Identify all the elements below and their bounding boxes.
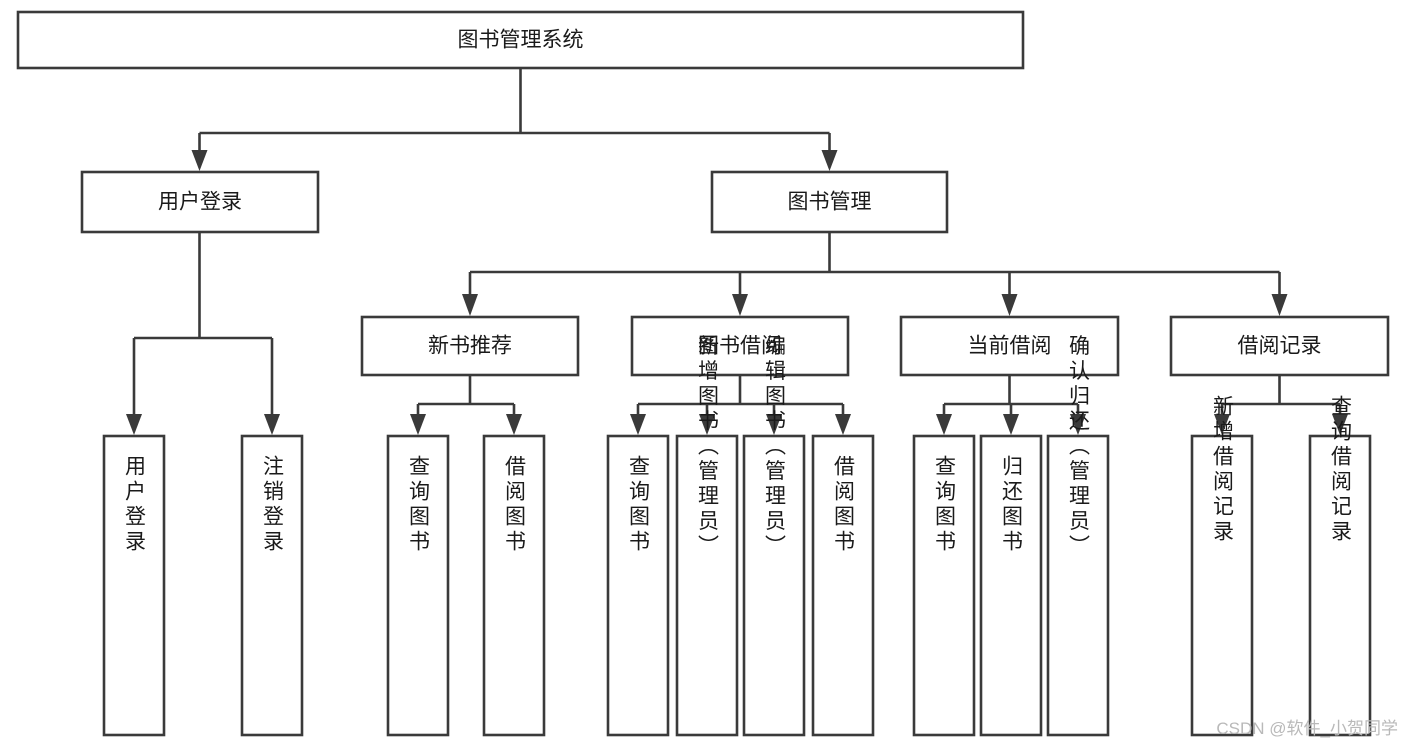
node-current-borrow-label: 当前借阅 xyxy=(968,335,1052,358)
node-leaf-add-borrow-record-box[interactable] xyxy=(1190,434,1254,737)
arrowhead-user-login xyxy=(191,150,208,171)
node-book-borrow[interactable]: 图书借阅 xyxy=(630,315,850,377)
node-leaf-query-borrow-record[interactable]: 查询借阅记录 xyxy=(1308,395,1372,737)
node-book-management-label: 图书管理 xyxy=(788,191,872,214)
node-leaf-logout-label: 注销登录 xyxy=(261,455,285,555)
node-leaf-return-book-label: 归还图书 xyxy=(1000,455,1024,555)
arrowhead-new-book-recommend xyxy=(462,294,478,316)
arrowhead-leaf-query-book-borrow xyxy=(630,414,646,435)
node-leaf-query-book-rec-box[interactable] xyxy=(386,434,450,737)
node-user-login-label: 用户登录 xyxy=(158,191,242,214)
node-leaf-query-book-borrow[interactable]: 查询图书 xyxy=(606,434,670,737)
node-root[interactable]: 图书管理系统 xyxy=(16,10,1025,70)
node-leaf-logout-box[interactable] xyxy=(240,434,304,737)
arrowhead-leaf-borrow-book xyxy=(835,414,851,435)
node-user-login[interactable]: 用户登录 xyxy=(80,170,320,234)
node-user-login-box[interactable] xyxy=(80,170,320,234)
node-leaf-query-book-rec[interactable]: 查询图书 xyxy=(386,434,450,737)
node-leaf-add-borrow-record[interactable]: 新增借阅记录 xyxy=(1190,395,1254,737)
arrowhead-leaf-borrow-book-rec xyxy=(506,414,522,435)
node-leaf-return-book-box[interactable] xyxy=(979,434,1043,737)
arrowhead-leaf-user-login xyxy=(126,414,142,435)
node-leaf-query-borrow-record-box[interactable] xyxy=(1308,434,1372,737)
node-leaf-borrow-book-rec-label: 借阅图书 xyxy=(503,455,527,555)
node-leaf-user-login-label: 用户登录 xyxy=(123,455,147,555)
node-leaf-user-login[interactable]: 用户登录 xyxy=(102,434,166,737)
arrowhead-book-management xyxy=(821,150,838,171)
node-leaf-edit-book[interactable]: 编辑图书（管理员） xyxy=(742,335,806,737)
node-leaf-borrow-book[interactable]: 借阅图书 xyxy=(811,434,875,737)
node-leaf-query-book-cur-label: 查询图书 xyxy=(933,455,957,555)
node-new-book-recommend-box[interactable] xyxy=(360,315,580,377)
node-leaf-borrow-book-label: 借阅图书 xyxy=(832,455,856,555)
node-leaf-add-book-box[interactable] xyxy=(675,434,739,737)
node-leaf-add-borrow-record-label: 新增借阅记录 xyxy=(1211,395,1235,545)
arrowhead-leaf-logout xyxy=(264,414,280,435)
node-leaf-logout[interactable]: 注销登录 xyxy=(240,434,304,737)
node-leaf-edit-book-label: 编辑图书（管理员） xyxy=(763,335,787,560)
node-leaf-query-book-borrow-box[interactable] xyxy=(606,434,670,737)
node-leaf-borrow-book-rec[interactable]: 借阅图书 xyxy=(482,434,546,737)
arrowhead-leaf-query-book-cur xyxy=(936,414,952,435)
node-new-book-recommend-label: 新书推荐 xyxy=(428,335,512,358)
node-root-box[interactable] xyxy=(16,10,1025,70)
node-current-borrow[interactable]: 当前借阅 xyxy=(899,315,1120,377)
arrowhead-leaf-query-borrow-record xyxy=(1332,414,1348,435)
node-leaf-query-borrow-record-label: 查询借阅记录 xyxy=(1329,395,1353,545)
arrowhead-leaf-add-book xyxy=(699,414,715,435)
node-leaf-add-book[interactable]: 新增图书（管理员） xyxy=(675,335,739,737)
arrowhead-borrow-record xyxy=(1271,294,1288,316)
arrowhead-current-borrow xyxy=(1001,294,1018,316)
node-book-management[interactable]: 图书管理 xyxy=(710,170,949,234)
arrowhead-leaf-return-book xyxy=(1003,414,1019,435)
node-current-borrow-box[interactable] xyxy=(899,315,1120,377)
arrowhead-leaf-confirm-return xyxy=(1070,414,1086,435)
node-borrow-record-label: 借阅记录 xyxy=(1238,335,1322,358)
node-leaf-confirm-return-label: 确认归还（管理员） xyxy=(1067,335,1091,560)
connector-layer xyxy=(126,68,1348,435)
node-leaf-user-login-box[interactable] xyxy=(102,434,166,737)
arrowhead-leaf-query-book-rec xyxy=(410,414,426,435)
node-leaf-query-book-cur[interactable]: 查询图书 xyxy=(912,434,976,737)
csdn-watermark: CSDN @软件_小贺同学 xyxy=(1216,719,1398,738)
node-leaf-confirm-return-box[interactable] xyxy=(1046,434,1110,737)
arrowhead-leaf-edit-book xyxy=(766,414,782,435)
node-leaf-query-book-borrow-label: 查询图书 xyxy=(627,455,651,555)
node-leaf-query-book-rec-label: 查询图书 xyxy=(407,455,431,555)
node-new-book-recommend[interactable]: 新书推荐 xyxy=(360,315,580,377)
node-leaf-return-book[interactable]: 归还图书 xyxy=(979,434,1043,737)
node-leaf-add-book-label: 新增图书（管理员） xyxy=(696,335,720,560)
node-book-borrow-box[interactable] xyxy=(630,315,850,377)
node-leaf-edit-book-box[interactable] xyxy=(742,434,806,737)
arrowhead-leaf-add-borrow-record xyxy=(1214,414,1230,435)
node-leaf-borrow-book-rec-box[interactable] xyxy=(482,434,546,737)
node-leaf-query-book-cur-box[interactable] xyxy=(912,434,976,737)
node-borrow-record-box[interactable] xyxy=(1169,315,1390,377)
arrowhead-book-borrow xyxy=(732,294,748,316)
node-leaf-confirm-return[interactable]: 确认归还（管理员） xyxy=(1046,335,1110,737)
node-root-label: 图书管理系统 xyxy=(458,29,584,52)
node-book-borrow-label: 图书借阅 xyxy=(698,335,782,358)
node-book-management-box[interactable] xyxy=(710,170,949,234)
node-borrow-record[interactable]: 借阅记录 xyxy=(1169,315,1390,377)
node-leaf-borrow-book-box[interactable] xyxy=(811,434,875,737)
